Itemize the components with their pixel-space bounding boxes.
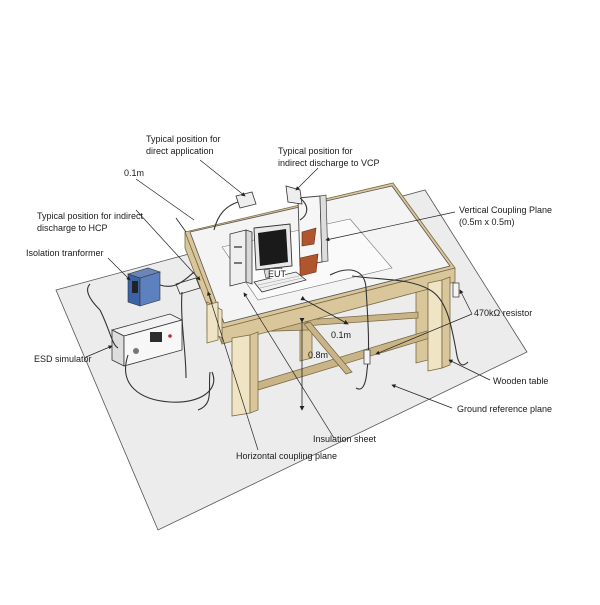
eut-computer: EUT	[229, 223, 307, 293]
label-distance-mid: 0.1m	[331, 330, 351, 340]
label-hcp: Horizontal coupling plane	[236, 451, 337, 461]
cables	[87, 269, 469, 411]
label-direct-application-2: direct application	[146, 146, 214, 156]
labels: Typical position for direct application …	[26, 134, 552, 461]
label-resistor: 470kΩ resistor	[474, 308, 532, 318]
wooden-table-front-legs	[206, 276, 451, 417]
vertical-coupling-plane	[297, 194, 329, 277]
label-indirect-hcp-1: Typical position for indirect	[37, 211, 144, 221]
label-isolation-transformer: Isolation tranformer	[26, 248, 104, 258]
leader-lines	[85, 159, 491, 451]
esd-gun-hcp	[175, 277, 201, 379]
label-insulation-sheet: Insulation sheet	[313, 434, 377, 444]
label-vcp-1: Vertical Coupling Plane	[459, 205, 552, 215]
label-wooden-table: Wooden table	[493, 376, 548, 386]
eut-label: EUT	[268, 269, 287, 279]
label-indirect-vcp-1: Typical position for	[278, 146, 353, 156]
label-esd-simulator: ESD simulator	[34, 354, 92, 364]
isolation-transformer	[127, 267, 161, 307]
label-direct-application-1: Typical position for	[146, 134, 221, 144]
label-indirect-hcp-2: discharge to HCP	[37, 223, 108, 233]
dimension-lines	[175, 217, 349, 411]
label-indirect-vcp-2: indirect discharge to VCP	[278, 158, 380, 168]
esd-gun-vcp	[285, 185, 308, 221]
label-vcp-2: (0.5m x 0.5m)	[459, 217, 515, 227]
label-ground-plane: Ground reference plane	[457, 404, 552, 414]
label-distance-top: 0.1m	[124, 168, 144, 178]
label-height: 0.8m	[308, 350, 328, 360]
